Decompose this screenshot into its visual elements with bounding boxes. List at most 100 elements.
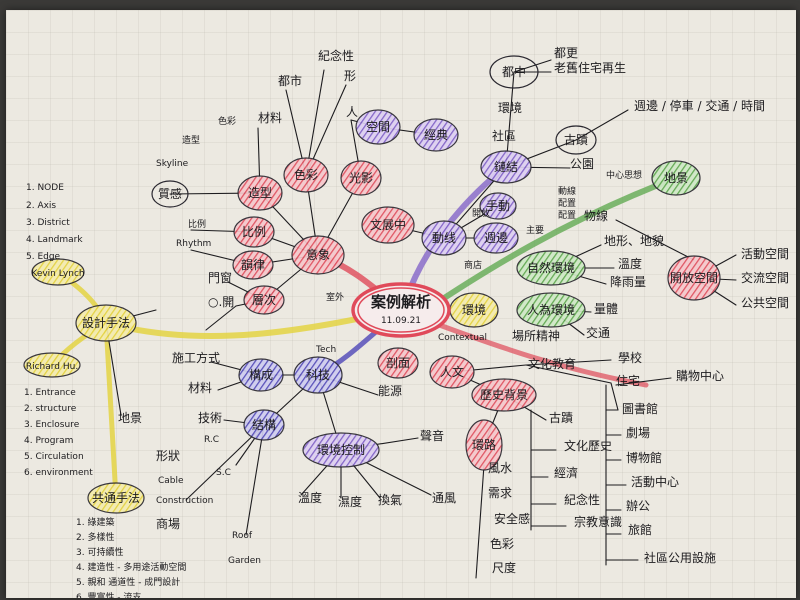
handwritten-label: 環境 — [498, 100, 522, 115]
node-dijiao: 地景 — [651, 160, 701, 196]
handwritten-label: 門窗 — [208, 271, 232, 285]
handwritten-label: 旅館 — [628, 522, 652, 537]
node-bubble — [23, 352, 81, 378]
node-label: 科技 — [306, 368, 330, 382]
node-richard: Richard Hu. — [23, 352, 81, 378]
handwritten-label: 能源 — [378, 384, 402, 398]
handwritten-label: 住宅 — [616, 373, 640, 388]
node-bubble — [480, 150, 532, 184]
node-huanjing: 環境 — [449, 292, 499, 328]
handwritten-label: 場所精神 — [512, 329, 560, 343]
handwritten-label: 材料 — [258, 111, 282, 125]
handwritten-label: 主要 — [526, 224, 544, 236]
node-jiegou2: 結構 — [243, 409, 285, 441]
handwritten-label: 中心思想 — [606, 169, 642, 181]
handwritten-label: 動線 — [558, 185, 576, 197]
handwritten-label: 換氣 — [378, 493, 402, 507]
node-label: 環境控制 — [317, 442, 365, 457]
handwritten-label: 形狀 — [156, 449, 180, 463]
handwritten-label: 2. structure — [24, 404, 77, 414]
handwritten-label: 商店 — [464, 259, 482, 271]
node-bubble — [489, 55, 539, 89]
node-zaoxing: 造型 — [237, 175, 283, 211]
node-bubble — [87, 482, 145, 514]
node-duzhong: 都中 — [489, 55, 539, 89]
node-label: 人為環境 — [527, 302, 575, 317]
node-bubble — [355, 109, 401, 145]
handwritten-label: 4. 建造性 - 多用途活動空間 — [76, 561, 186, 573]
handwritten-label: 活動空間 — [741, 247, 789, 261]
handwritten-label: Skyline — [156, 159, 189, 169]
node-bubble — [555, 125, 597, 155]
node-bubble — [243, 409, 285, 441]
node-bubble — [31, 258, 85, 286]
node-bubble — [232, 250, 274, 280]
node-label: 剖面 — [386, 356, 410, 370]
handwritten-label: 地景 — [118, 411, 142, 425]
node-ganglian: 鏈結 — [480, 150, 532, 184]
handwritten-label: 5. 親和 通道性 - 成門設計 — [76, 576, 180, 588]
center-date: 11.09.21 — [381, 316, 421, 326]
handwritten-label: 文化教育 — [528, 356, 576, 371]
node-label: 色彩 — [294, 168, 318, 182]
handwritten-label: 需求 — [488, 486, 512, 500]
node-guangying: 光影 — [340, 160, 382, 196]
handwritten-label: 形 — [344, 69, 356, 83]
node-bubble — [291, 235, 345, 275]
handwritten-label: 交流空間 — [741, 270, 789, 285]
handwritten-label: 室外 — [326, 291, 344, 303]
node-label: 質感 — [158, 186, 182, 201]
handwritten-label: 週邊 / 停車 / 交通 / 時間 — [634, 98, 765, 113]
node-label: 共通手法 — [92, 491, 140, 505]
node-label: 自然環境 — [527, 260, 575, 275]
node-jiemian: 剖面 — [377, 347, 419, 379]
node-bubble — [75, 304, 137, 342]
handwritten-label: 2. Axis — [26, 201, 56, 211]
handwritten-label: 紀念性 — [318, 48, 354, 63]
node-bubble — [377, 347, 419, 379]
node-bubble — [465, 419, 503, 471]
handwritten-label: 色彩 — [490, 537, 514, 551]
handwritten-label: 公園 — [570, 157, 594, 171]
node-sheji: 設計手法 — [75, 304, 137, 342]
green-band — [423, 175, 679, 313]
handwritten-label: 材料 — [188, 381, 212, 395]
handwritten-label: 3. District — [26, 218, 70, 228]
handwritten-label: 交通 — [586, 325, 610, 340]
handwritten-label: 技術 — [198, 411, 222, 425]
node-layer: 意象文展中動线環境人文科技剖面構成結構環境控制自然環境人為環境歷史背景環路開放空… — [23, 55, 721, 514]
mind-map: 意象文展中動线環境人文科技剖面構成結構環境控制自然環境人為環境歷史背景環路開放空… — [23, 46, 789, 598]
handwritten-label: 溫度 — [298, 490, 322, 505]
node-jishu: 科技 — [293, 356, 343, 394]
handwritten-label: Tech — [315, 345, 336, 355]
node-label: 都中 — [502, 64, 526, 79]
handwritten-label: 都更 — [554, 46, 578, 60]
handwritten-label: Rhythm — [176, 239, 211, 249]
handwritten-label: 6. environment — [24, 468, 93, 478]
node-label: 人文 — [440, 364, 464, 379]
node-bubble — [340, 160, 382, 196]
center-node: 案例解析 11.09.21 — [351, 282, 451, 338]
node-huanjingkongzhi: 環境控制 — [302, 432, 380, 468]
node-bubble — [283, 157, 329, 193]
yellow-band-bottom — [103, 320, 119, 501]
handwritten-label: 尺度 — [492, 560, 516, 575]
node-shequ: 開放空間 — [667, 255, 721, 301]
handwritten-label: Roof — [232, 531, 253, 541]
handwritten-label: 比例 — [188, 218, 206, 230]
center-title: 案例解析 — [370, 293, 431, 311]
node-label: 空間 — [366, 120, 390, 134]
node-label: 設計手法 — [82, 315, 130, 330]
node-youjing: 古蹟 — [555, 125, 597, 155]
node-ziran: 自然環境 — [516, 250, 586, 286]
handwritten-label: 6. 豐富性 - 流支 — [76, 591, 141, 598]
node-bubble — [479, 192, 517, 220]
node-bubble — [421, 220, 467, 256]
handwritten-label: 學校 — [618, 350, 642, 365]
node-label: 環境 — [462, 302, 486, 317]
node-label: 結構 — [252, 418, 276, 432]
node-bubble — [413, 118, 459, 152]
node-cuiqu: 韻律 — [232, 250, 274, 280]
handwritten-label: 社區 — [492, 128, 516, 143]
